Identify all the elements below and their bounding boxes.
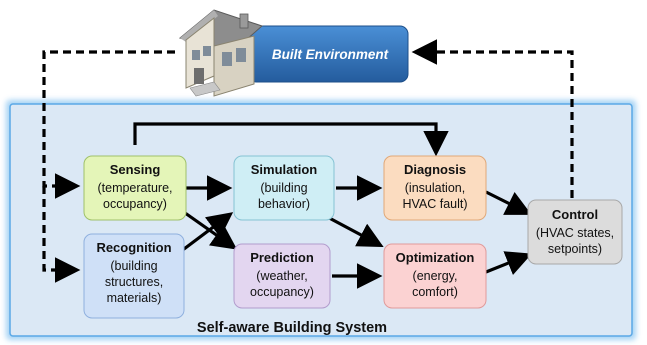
node-recognition-line-3: materials) [107, 291, 162, 305]
node-recognition-line-2: structures, [105, 275, 163, 289]
system-label: Self-aware Building System [197, 320, 387, 336]
node-control-line-1: (HVAC states, [536, 226, 614, 240]
flow-arrows [133, 122, 532, 289]
node-prediction-line-2: occupancy) [250, 285, 314, 299]
arrow-diagnosis-to-control [485, 190, 532, 215]
node-diagnosis-title: Diagnosis [404, 162, 466, 177]
node-diagnosis-line-1: (insulation, [405, 181, 465, 195]
node-prediction-title: Prediction [250, 250, 314, 265]
node-prediction: Prediction (weather, occupancy) [233, 243, 331, 309]
arrow-sensing-to-diagnosis [133, 122, 449, 157]
arrow-recognition-to-simulation [179, 212, 234, 254]
node-optimization: Optimization (energy, comfort) [383, 243, 487, 309]
node-recognition: Recognition (building structures, materi… [83, 233, 185, 319]
node-sensing: Sensing (temperature, occupancy) [83, 155, 187, 221]
house-icon [178, 9, 263, 97]
node-optimization-line-1: (energy, [413, 269, 458, 283]
node-recognition-line-1: (building [110, 259, 157, 273]
arrow-house-to-sensing [42, 50, 175, 199]
arrow-house-to-recognition [42, 186, 81, 283]
node-diagnosis-line-2: HVAC fault) [402, 197, 467, 211]
node-optimization-title: Optimization [396, 250, 475, 265]
node-simulation: Simulation (building behavior) [233, 155, 335, 221]
node-optimization-line-2: comfort) [412, 285, 458, 299]
node-diagnosis: Diagnosis (insulation, HVAC fault) [383, 155, 487, 221]
node-control-title: Control [552, 207, 598, 222]
node-simulation-line-2: behavior) [258, 197, 310, 211]
arrow-control-to-built-environment [411, 39, 574, 198]
built-environment-label: Built Environment [272, 47, 389, 62]
node-simulation-line-1: (building [260, 181, 307, 195]
node-sensing-title: Sensing [110, 162, 161, 177]
node-sensing-line-1: (temperature, [97, 181, 172, 195]
node-control-line-2: setpoints) [548, 242, 602, 256]
arrow-optimization-to-control [485, 251, 532, 276]
node-sensing-line-2: occupancy) [103, 197, 167, 211]
node-simulation-title: Simulation [251, 162, 318, 177]
node-recognition-title: Recognition [96, 240, 171, 255]
feedback-arrows [42, 39, 574, 283]
node-control: Control (HVAC states, setpoints) [527, 199, 623, 265]
node-prediction-line-1: (weather, [256, 269, 307, 283]
built-environment: Built Environment [247, 25, 409, 83]
